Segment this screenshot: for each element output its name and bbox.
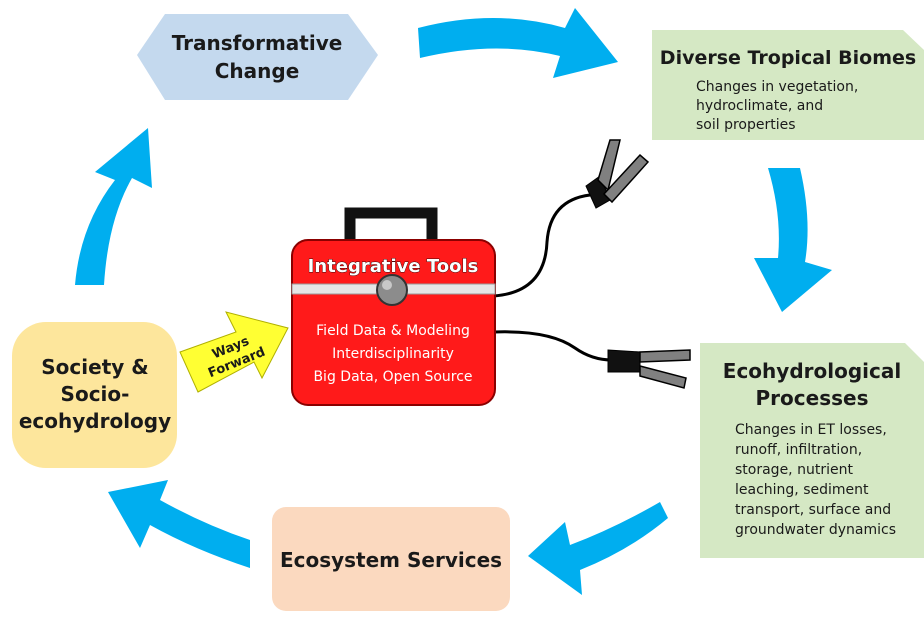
toolbox-cables [493,193,613,362]
arrow-services-to-society [108,480,250,568]
cycle-arrows [75,8,832,595]
services-node: Ecosystem Services [272,507,510,611]
toolbox-line-3: Big Data, Open Source [313,369,472,385]
eco-detail-line-5: transport, surface and [735,502,891,518]
arrow-transformative-to-biomes [418,8,618,78]
services-title: Ecosystem Services [280,548,502,572]
upper-cable [493,193,591,298]
society-title-line-3: ecohydrology [19,409,171,433]
ways-arrow-shape [179,311,289,393]
biomes-box [652,30,924,140]
transformative-title-line-1: Transformative [172,31,343,55]
society-node: Society & Socio- ecohydrology [12,322,177,468]
transformative-hexagon [137,14,378,100]
eco-node: Ecohydrological Processes Changes in ET … [700,343,924,558]
arrow-society-to-transformative [75,128,152,285]
upper-clip-icon [585,139,650,209]
eco-detail-line-3: storage, nutrient [735,462,853,478]
transformative-title-line-2: Change [215,59,300,83]
toolbox-line-2: Interdisciplinarity [332,346,454,362]
toolbox-line-1: Field Data & Modeling [316,323,470,339]
services-box [272,507,510,611]
arrow-eco-to-services [528,502,668,595]
latch-highlight [382,280,392,290]
biomes-node: Diverse Tropical Biomes Changes in veget… [652,30,924,140]
society-box [12,322,177,468]
arrow-biomes-to-eco [754,168,832,312]
lower-clip-icon [607,349,691,389]
transformative-change-node: Transformative Change [137,14,378,100]
toolbox-handle [344,207,438,240]
biomes-detail-line-3: soil properties [696,117,796,133]
society-title-line-2: Socio- [61,382,130,406]
eco-detail-line-1: Changes in ET losses, [735,422,887,438]
toolbox-latch [376,274,408,306]
eco-title-line-2: Processes [756,386,869,410]
eco-box [700,343,924,558]
ways-forward-arrow: Ways Forward [179,311,289,393]
biomes-detail-line-2: hydroclimate, and [696,98,823,114]
eco-detail-line-2: runoff, infiltration, [735,442,862,458]
integrative-tools-toolbox: Integrative Tools Field Data & Modeling … [291,207,496,406]
biomes-detail-line-1: Changes in vegetation, [696,79,858,95]
eco-detail-line-4: leaching, sediment [735,482,869,498]
eco-title-line-1: Ecohydrological [723,359,901,383]
toolbox-body [291,239,496,406]
lower-cable [493,330,613,362]
eco-detail-line-6: groundwater dynamics [735,522,896,538]
toolbox-title: Integrative Tools [308,256,479,277]
society-title-line-1: Society & [41,355,148,379]
biomes-title: Diverse Tropical Biomes [660,47,916,69]
